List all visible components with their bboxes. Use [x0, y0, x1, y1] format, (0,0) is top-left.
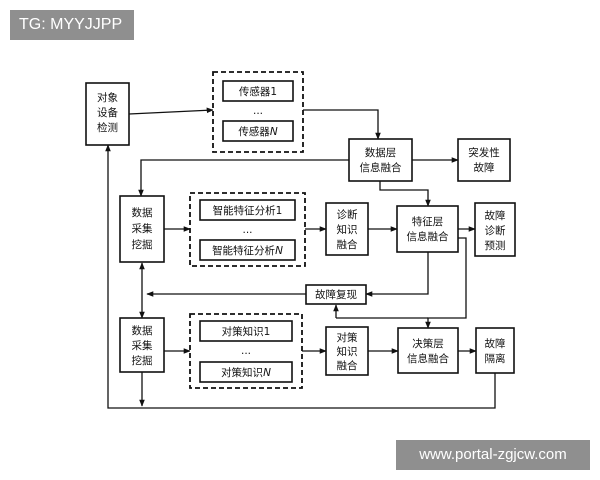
collect-1-line-3: 挖掘	[132, 238, 153, 251]
strategy-fusion-line-2: 知识	[337, 345, 358, 358]
decision-fusion-box: 决策层 信息融合	[397, 327, 459, 374]
diagnosis-fusion-box: 诊断 知识 融合	[325, 202, 369, 256]
collect-mining-1-box: 数据 采集 挖掘	[119, 195, 165, 263]
edge-feature-fusion-to-recovery	[365, 252, 429, 297]
diagnosis-fusion-line-2: 知识	[337, 223, 358, 236]
edge-object-to-sensors	[128, 107, 214, 115]
object-device-line-2: 设备	[97, 106, 118, 119]
fault-prediction-line-3: 预测	[485, 239, 506, 252]
strategy-knowledge-1-label: 对策知识1	[222, 325, 271, 338]
feature-fusion-line-1: 特征层	[412, 216, 444, 228]
collect-2-line-1: 数据	[132, 324, 153, 337]
object-device-line-1: 对象	[97, 91, 118, 104]
sudden-fault-box: 突发性 故障	[457, 138, 511, 182]
data-fusion-box: 数据层 信息融合	[348, 138, 413, 182]
fault-prediction-box: 故障 诊断 预测	[474, 202, 516, 257]
fault-isolation-box: 故障 隔离	[475, 327, 515, 374]
strategy-knowledge-group: 对策知识1 ... 对策知识N	[189, 313, 303, 389]
edge-feature-to-decision	[425, 237, 467, 329]
diagnosis-fusion-line-1: 诊断	[337, 208, 358, 221]
sensor-n-label: 传感器N	[238, 125, 278, 138]
feature-analysis-group: 智能特征分析1 ... 智能特征分析N	[189, 192, 306, 267]
collect-1-line-2: 采集	[132, 222, 153, 235]
decision-fusion-line-1: 决策层	[412, 337, 444, 350]
strategy-fusion-line-1: 对策	[337, 331, 358, 344]
fault-isolation-line-1: 故障	[485, 337, 506, 350]
fault-isolation-line-2: 隔离	[485, 352, 506, 365]
edge-sensors-to-data-fusion	[303, 109, 381, 140]
strategy-knowledge-n-label: 对策知识N	[221, 366, 271, 379]
strategy-fusion-line-3: 融合	[337, 359, 358, 372]
feature-fusion-box: 特征层 信息融合	[396, 205, 459, 253]
fault-recovery-box: 故障复现	[305, 284, 367, 305]
diagnosis-fusion-line-3: 融合	[337, 238, 358, 251]
collect-2-line-2: 采集	[132, 339, 153, 352]
decision-fusion-line-2: 信息融合	[407, 352, 449, 365]
sensor-group: 传感器1 ... 传感器N	[212, 71, 304, 153]
channel-tag: TG: MYYJJPP	[10, 10, 134, 40]
collect-2-line-3: 挖掘	[132, 354, 153, 367]
collect-1-line-1: 数据	[132, 206, 153, 219]
feature-analysis-1-label: 智能特征分析1	[213, 204, 283, 217]
edge-isolation-feedback	[105, 144, 496, 409]
feature-ellipsis: ...	[242, 224, 252, 236]
fault-prediction-line-1: 故障	[485, 209, 506, 222]
strategy-fusion-box: 对策 知识 融合	[325, 326, 369, 376]
strategy-ellipsis: ...	[241, 345, 251, 357]
sudden-fault-line-2: 故障	[474, 161, 495, 174]
collect-mining-2-box: 数据 采集 挖掘	[119, 317, 165, 373]
edge-data-fusion-to-collect-1	[138, 159, 349, 197]
watermark-label: www.portal-zgjcw.com	[396, 440, 590, 470]
edge-data-fusion-to-feature-fusion	[379, 181, 431, 207]
connectors	[105, 107, 496, 409]
sensor-1-label: 传感器1	[239, 85, 277, 98]
data-fusion-line-1: 数据层	[365, 146, 397, 159]
sudden-fault-line-1: 突发性	[468, 146, 500, 159]
data-fusion-line-2: 信息融合	[360, 161, 402, 174]
sensor-ellipsis: ...	[253, 105, 263, 117]
feature-analysis-n-label: 智能特征分析N	[212, 244, 283, 257]
fault-prediction-line-2: 诊断	[485, 224, 506, 237]
object-device-line-3: 检测	[97, 121, 118, 134]
object-device-box: 对象 设备 检测	[85, 82, 130, 146]
feature-fusion-line-2: 信息融合	[407, 230, 449, 243]
fault-recovery-label: 故障复现	[315, 288, 357, 301]
